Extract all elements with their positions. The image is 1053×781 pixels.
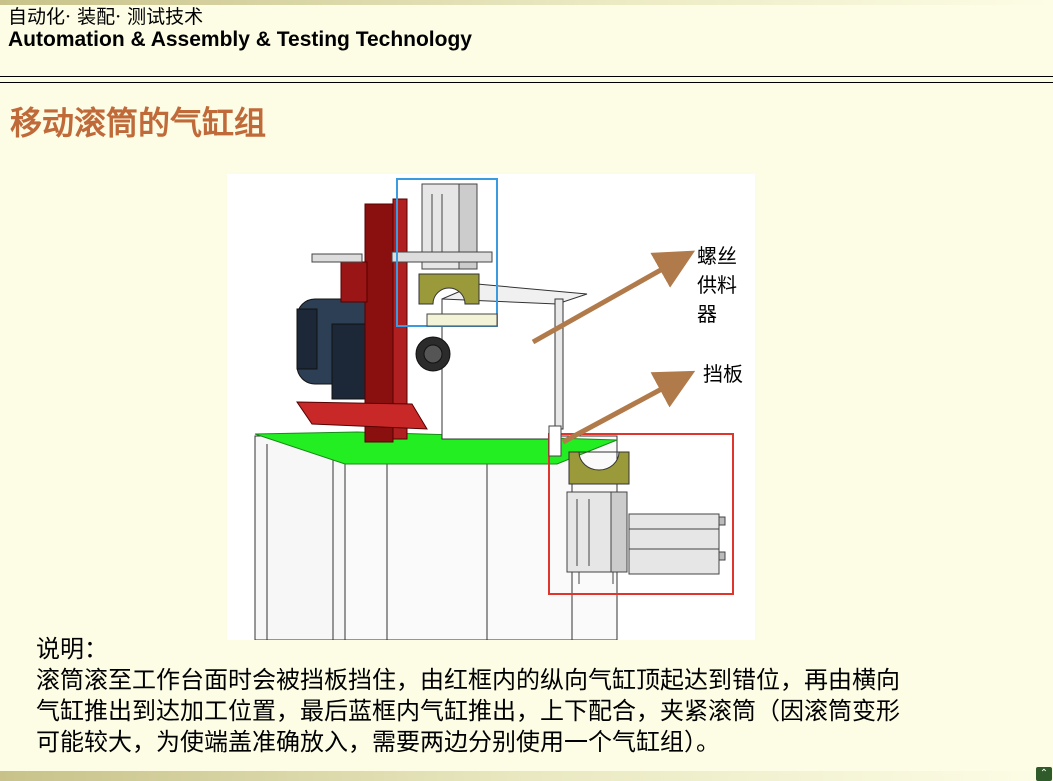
chevron-up-icon[interactable]: ⌃ — [1036, 767, 1052, 781]
arrow-baffle — [561, 370, 696, 445]
lower-cylinders — [566, 491, 726, 584]
callout-screw-feeder: 螺丝供料器 — [697, 244, 737, 326]
header-title-en: Automation & Assembly & Testing Technolo… — [8, 28, 472, 51]
description-line: 滚筒滚至工作台面时会被挡板挡住，由红框内的纵向气缸顶起达到错位，再由横向 — [36, 666, 900, 694]
center-block — [441, 283, 588, 440]
description-label: 说明： — [36, 635, 108, 663]
arrow-screw-feeder — [531, 250, 696, 345]
header-divider-thin — [0, 82, 1053, 83]
machine-drawing — [254, 178, 734, 641]
header-divider — [0, 76, 1053, 77]
header-title-cn: 自动化· 装配· 测试技术 — [8, 6, 204, 28]
baffle-plate — [548, 425, 562, 457]
slide-title: 移动滚筒的气缸组 — [10, 104, 267, 142]
bottom-decor-bar — [0, 771, 1053, 781]
upper-clamp — [418, 273, 480, 305]
callout-baffle: 挡板 — [703, 362, 743, 386]
description: 说明： 滚筒滚至工作台面时会被挡板挡住，由红框内的纵向气缸顶起达到错位，再由横向… — [36, 634, 1026, 758]
red-frame — [548, 433, 734, 595]
upper-cylinder — [311, 183, 493, 270]
description-line: 可能较大，为使端盖准确放入，需要两边分别使用一个气缸组）。 — [36, 728, 720, 756]
cylinder-assembly-figure: 螺丝供料器 挡板 — [227, 174, 755, 641]
description-line: 气缸推出到达加工位置，最后蓝框内气缸推出，上下配合，夹紧滚筒（因滚筒变形 — [36, 697, 900, 725]
machine-base — [254, 435, 618, 641]
top-decor-bar — [0, 0, 1053, 5]
lower-clamp — [568, 451, 630, 485]
